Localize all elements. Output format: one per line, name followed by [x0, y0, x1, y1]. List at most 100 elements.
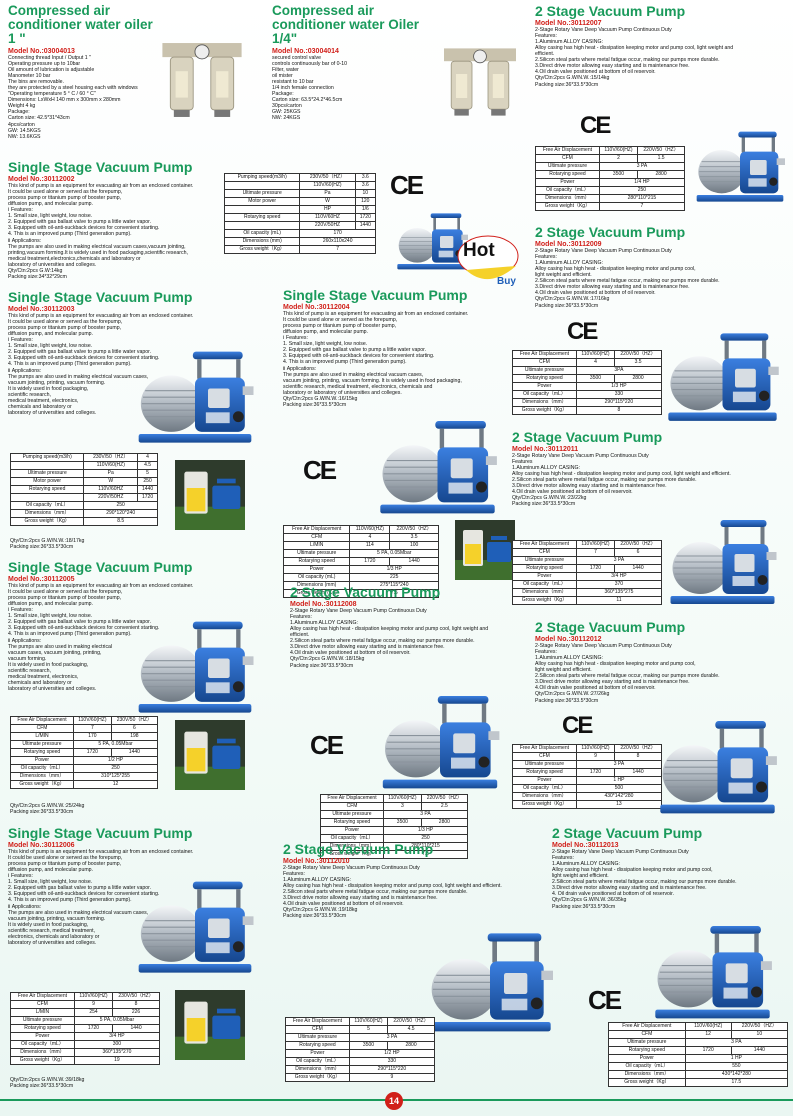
ce-mark-30112007: CE [580, 112, 611, 139]
pump-30112005-model: Model No.:30112005 [8, 575, 75, 583]
spec-cell: 220V/50（HZ） [637, 146, 685, 155]
pump-30112002-section: Single Stage Vacuum Pump Model No.:30112… [8, 160, 268, 280]
spec-cell: 120 [354, 197, 377, 206]
spec-cell: Gross weight（Kg） [535, 202, 600, 211]
spec-cell: Power [282, 565, 351, 574]
spec-cell: 110V/60(HZ) [73, 716, 112, 725]
spec-cell: Free Air Displacement [282, 525, 351, 534]
spec-row: Oil capacity（mL）300 [10, 1040, 161, 1049]
spec-row: Gross weight（Kg）7.5 [320, 850, 468, 859]
spec-cell: 250 [73, 764, 158, 773]
spec-row: 110V/60(HZ)3.6 [223, 181, 377, 190]
spec-cell: Power [608, 1054, 686, 1063]
spec-cell: 230V/50（HZ） [299, 173, 356, 182]
spec-cell: 4.5 [137, 461, 158, 470]
spec-cell: Gross weight（Kg） [512, 406, 577, 415]
spec-cell: Ultimate pressure [512, 556, 577, 565]
spec-cell: 254 [73, 1008, 114, 1017]
spec-row: Pumping speed(m3/h)230V/50（HZ）4 [9, 453, 158, 462]
spec-cell: Gross weight（Kg） [512, 800, 577, 809]
spec-cell: Oil capacity（mL） [10, 1040, 75, 1049]
spec-row: Gross weight（Kg）11 [512, 596, 663, 605]
spec-row: Pumping speed(m3/h)230V/50（HZ）3.6 [223, 173, 377, 182]
spec-cell: Ultimate pressure [10, 740, 74, 749]
spec-cell: CFM [10, 724, 74, 733]
spec-cell: Dimensions（mm） [535, 194, 600, 203]
pump-30112003-desc: This kind of pump is an equipment for ev… [8, 312, 194, 417]
spec-cell: 3.6 [354, 181, 377, 190]
spec-cell: Rotarying speed [512, 564, 577, 573]
pump-30112006-image [130, 870, 260, 980]
spec-row: Gross weight（Kg）9 [285, 1073, 436, 1082]
spec-cell: 370 [575, 580, 663, 589]
spec-row: Oil capacity（mL）250 [10, 764, 158, 773]
pump-30112004-title: Single Stage Vacuum Pump [283, 287, 468, 303]
pump-30112006-section: Single Stage Vacuum Pump Model No.:30112… [8, 826, 258, 946]
spec-cell: Power [285, 1049, 350, 1058]
spec-cell: Ultimate pressure [9, 469, 85, 478]
spec-row: Gross weight（Kg）19 [10, 1056, 161, 1065]
spec-cell: Power [535, 178, 600, 187]
buy-word: Buy [497, 276, 516, 287]
spec-row: Gross weight（Kg）7 [535, 202, 686, 211]
spec-row: Dimensions（mm）290*120*240 [9, 509, 158, 518]
spec-cell: 12 [73, 780, 158, 789]
spec-cell: Oil capacity（mL） [608, 1062, 686, 1071]
spec-cell: 220V/50HZ [83, 493, 139, 502]
spec-row: Gross weight（Kg）13 [512, 800, 663, 809]
spec-cell: 1.5 [637, 154, 685, 163]
spec-cell: 3500 [383, 818, 422, 827]
pump-30112011-section: 2 Stage Vacuum Pump Model No.:30112011 2… [512, 430, 790, 508]
spec-cell: 500 [575, 784, 663, 793]
spec-cell: Dimensions（mm） [285, 1065, 350, 1074]
spec-cell: 310*125*255 [73, 772, 158, 781]
spec-row: Gross weight（Kg）7 [223, 245, 376, 254]
spec-cell: 2800 [420, 818, 469, 827]
spec-cell: Power [10, 1032, 75, 1041]
spec-cell: 220V/50HZ [299, 221, 356, 230]
spec-cell: 9 [575, 752, 616, 761]
spec-cell: Dimensions（mm） [10, 1048, 75, 1057]
pump-30112004-photo [450, 520, 520, 580]
spec-cell: CFM [282, 533, 351, 542]
spec-cell: 225 [349, 573, 439, 582]
spec-cell: 7 [73, 724, 112, 733]
spec-cell: Pumping speed(m3/h) [9, 453, 85, 462]
spec-cell: 3 PA [383, 810, 468, 819]
spec-cell [9, 461, 85, 470]
spec-cell: 170 [73, 732, 112, 741]
spec-cell: CFM [608, 1030, 686, 1039]
spec-cell: 10 [730, 1030, 789, 1039]
ce-mark: CE [390, 170, 424, 200]
spec-cell: 1720 [349, 557, 391, 566]
spec-cell: 110V/60(HZ) [383, 794, 422, 803]
spec-cell: 2800 [614, 374, 662, 383]
spec-cell: Dimensions（mm） [512, 398, 577, 407]
spec-cell: 1440 [389, 557, 439, 566]
oiler-1-section: Compressed air conditioner water oiler 1… [8, 3, 158, 140]
spec-cell: 8.5 [83, 517, 158, 526]
pump-30112003-title: Single Stage Vacuum Pump [8, 289, 193, 305]
spec-cell: 1/6 [354, 205, 377, 214]
spec-row: Oil capacity（mL）370 [512, 580, 663, 589]
spec-row: Dimensions（mm）290*115*220 [512, 398, 663, 407]
pump-30112005-photo [175, 715, 245, 795]
